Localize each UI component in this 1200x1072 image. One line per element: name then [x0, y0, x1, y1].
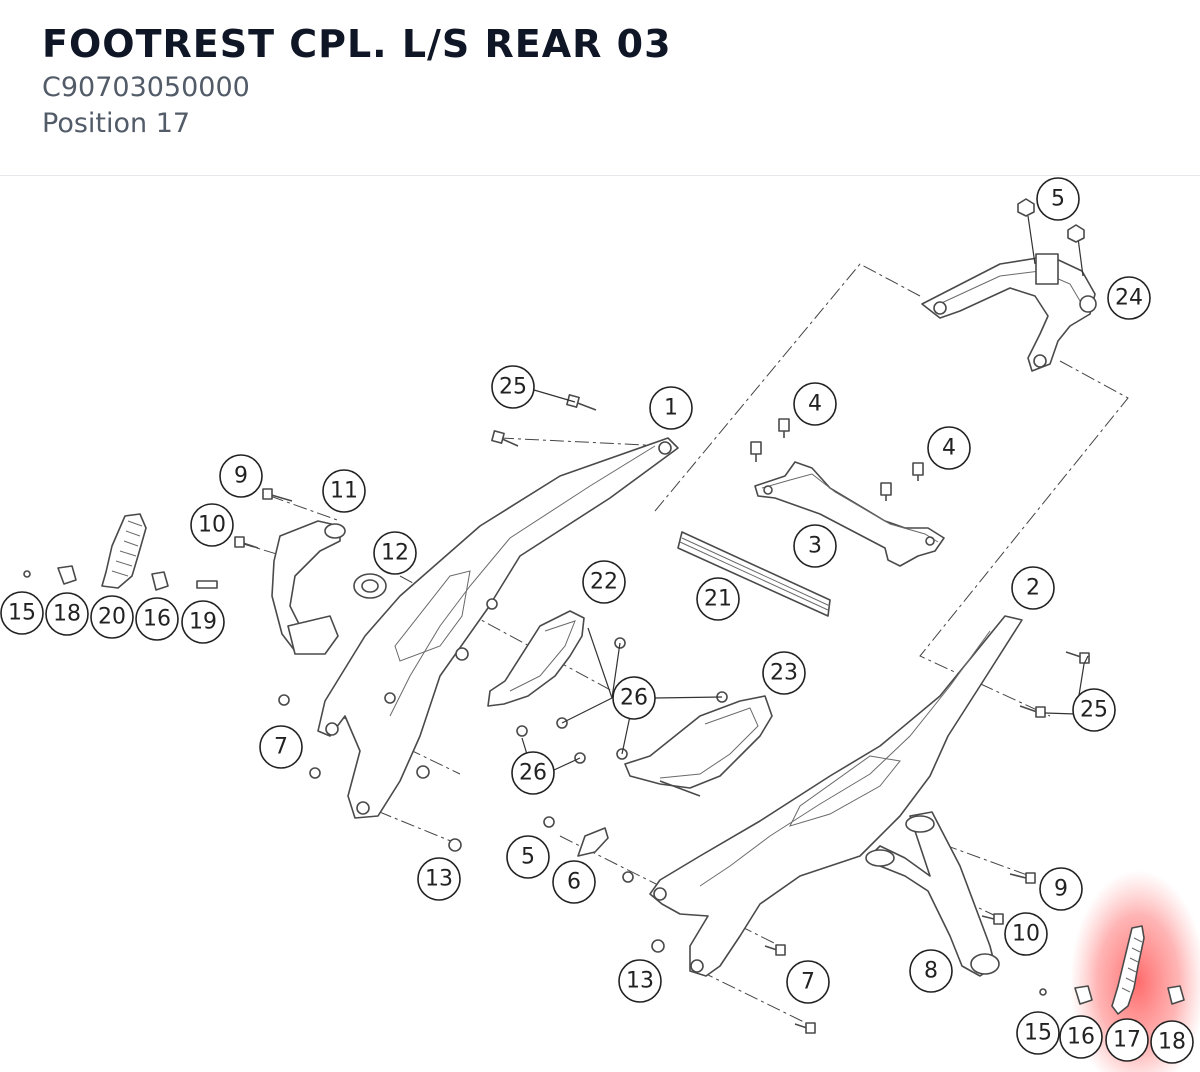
callout-19[interactable]: 19: [181, 600, 225, 644]
callout-4[interactable]: 4: [927, 426, 971, 470]
svg-text:22: 22: [590, 570, 618, 595]
svg-text:24: 24: [1115, 286, 1143, 311]
callout-6[interactable]: 6: [552, 860, 596, 904]
callout-9[interactable]: 9: [219, 454, 263, 498]
callout-12[interactable]: 12: [373, 531, 417, 575]
svg-text:12: 12: [381, 541, 409, 566]
callout-15[interactable]: 15: [1016, 1011, 1060, 1055]
page-title: FOOTREST CPL. L/S REAR 03: [42, 22, 672, 66]
svg-text:25: 25: [499, 375, 527, 400]
callout-2[interactable]: 2: [1011, 566, 1055, 610]
callout-13[interactable]: 13: [618, 959, 662, 1003]
svg-text:19: 19: [189, 610, 217, 635]
callout-18[interactable]: 18: [45, 592, 89, 636]
part-1-left-frame: [317, 437, 679, 819]
svg-text:6: 6: [567, 870, 581, 895]
callout-23[interactable]: 23: [762, 651, 806, 695]
part-3-plate: [754, 461, 945, 567]
svg-text:16: 16: [143, 607, 171, 632]
callout-25[interactable]: 25: [491, 365, 535, 409]
callout-16[interactable]: 16: [135, 597, 179, 641]
callout-15[interactable]: 15: [0, 591, 44, 635]
part-number: C90703050000: [42, 72, 250, 103]
callout-11[interactable]: 11: [322, 469, 366, 513]
callout-10[interactable]: 10: [190, 503, 234, 547]
callout-17[interactable]: 17: [1105, 1018, 1149, 1062]
callout-26[interactable]: 26: [612, 676, 656, 720]
svg-text:10: 10: [198, 513, 226, 538]
callout-24[interactable]: 24: [1107, 276, 1151, 320]
svg-text:21: 21: [704, 587, 732, 612]
part-11-left-bracket: [271, 520, 346, 655]
part-23-guard: [624, 695, 773, 797]
svg-text:16: 16: [1067, 1025, 1095, 1050]
callout-13[interactable]: 13: [417, 857, 461, 901]
callout-5[interactable]: 5: [1036, 177, 1080, 221]
callout-26[interactable]: 26: [511, 751, 555, 795]
callout-22[interactable]: 22: [582, 560, 626, 604]
svg-text:18: 18: [53, 602, 81, 627]
callout-20[interactable]: 20: [90, 595, 134, 639]
svg-text:25: 25: [1080, 698, 1108, 723]
svg-text:9: 9: [234, 464, 248, 489]
svg-text:10: 10: [1012, 922, 1040, 947]
part-17-footrest-highlighted[interactable]: [1111, 925, 1145, 1015]
callout-9[interactable]: 9: [1039, 867, 1083, 911]
callout-16[interactable]: 16: [1059, 1015, 1103, 1059]
svg-text:15: 15: [8, 601, 36, 626]
svg-text:11: 11: [330, 479, 358, 504]
svg-text:7: 7: [274, 735, 288, 760]
svg-text:20: 20: [98, 605, 126, 630]
callout-3[interactable]: 3: [793, 524, 837, 568]
svg-text:13: 13: [425, 867, 453, 892]
callout-1[interactable]: 1: [649, 386, 693, 430]
svg-text:3: 3: [808, 534, 822, 559]
part-20-footrest-left: [101, 513, 147, 589]
part-6-clip: [577, 827, 609, 857]
callout-10[interactable]: 10: [1004, 912, 1048, 956]
svg-text:26: 26: [519, 761, 547, 786]
callout-5[interactable]: 5: [506, 835, 550, 879]
svg-text:9: 9: [1054, 877, 1068, 902]
svg-text:4: 4: [808, 392, 822, 417]
part-12-bushing: [353, 573, 387, 599]
svg-text:7: 7: [801, 970, 815, 995]
callout-7[interactable]: 7: [259, 725, 303, 769]
callout-4[interactable]: 4: [793, 382, 837, 426]
part-8-bracket: [865, 811, 1000, 977]
svg-text:17: 17: [1113, 1028, 1141, 1053]
position-label: Position 17: [42, 108, 191, 139]
part-24-bracket: [921, 198, 1097, 372]
svg-text:8: 8: [924, 959, 938, 984]
part-22-guard: [487, 610, 585, 707]
part-2-right-frame: [649, 615, 1023, 977]
callout-7[interactable]: 7: [786, 960, 830, 1004]
hardware-bolts-right: [764, 651, 1090, 1034]
svg-text:2: 2: [1026, 576, 1040, 601]
callout-8[interactable]: 8: [909, 949, 953, 993]
part-21-rail: [677, 531, 831, 617]
svg-text:13: 13: [626, 969, 654, 994]
svg-text:5: 5: [521, 845, 535, 870]
svg-text:23: 23: [770, 661, 798, 686]
part-4-screws: [750, 418, 924, 501]
callout-21[interactable]: 21: [696, 577, 740, 621]
svg-text:18: 18: [1158, 1030, 1186, 1055]
callout-25[interactable]: 25: [1072, 688, 1116, 732]
svg-text:4: 4: [942, 436, 956, 461]
small-parts-right: [1074, 985, 1185, 1005]
callouts: 5 24 25 1 4 4 9 11 10 12 3 15 18 20 16 1…: [0, 177, 1194, 1064]
page-header: FOOTREST CPL. L/S REAR 03 C90703050000 P…: [0, 0, 1200, 176]
part-9-10-bolts-left: [234, 488, 293, 549]
svg-text:5: 5: [1051, 187, 1065, 212]
svg-text:15: 15: [1024, 1021, 1052, 1046]
small-parts-left: [23, 565, 218, 591]
callout-18[interactable]: 18: [1150, 1020, 1194, 1064]
header-divider: [0, 175, 1200, 176]
svg-text:26: 26: [620, 686, 648, 711]
exploded-parts-diagram: 5 24 25 1 4 4 9 11 10 12 3 15 18 20 16 1…: [0, 177, 1200, 1072]
svg-text:1: 1: [664, 396, 678, 421]
